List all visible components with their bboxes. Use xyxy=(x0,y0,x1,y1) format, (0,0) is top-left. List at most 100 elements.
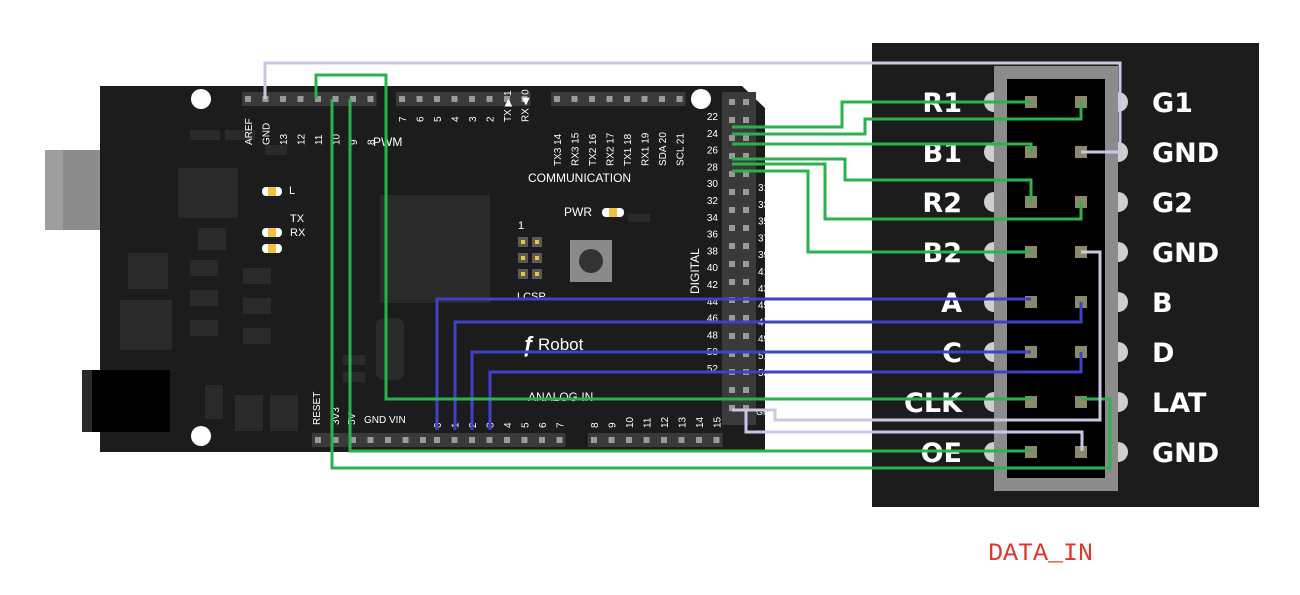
icsp-number-label: 1 xyxy=(518,220,524,232)
connector-right-label: GND xyxy=(1152,138,1219,169)
header-pin xyxy=(608,437,615,443)
header-pin xyxy=(315,437,321,443)
connector-left-label: A xyxy=(941,288,962,319)
row-marker xyxy=(1118,342,1128,362)
header-pin xyxy=(451,96,458,102)
pin-label: RX1 19 xyxy=(641,132,652,166)
analog-pin-label: 7 xyxy=(556,422,567,428)
header-pin xyxy=(350,96,356,102)
header-pin xyxy=(504,437,510,443)
digital-pin-label: 22 xyxy=(707,112,719,123)
analog-pin-label: 8 xyxy=(590,422,601,428)
wire-d xyxy=(488,352,1083,430)
led-l-label: L xyxy=(289,185,295,197)
header-pin xyxy=(729,261,735,267)
row-marker xyxy=(1118,442,1128,462)
header-pin xyxy=(350,437,356,443)
header-pin xyxy=(385,437,391,443)
pin-label: 5 xyxy=(433,116,444,122)
header-pin xyxy=(624,96,630,102)
digital-pin-label: 42 xyxy=(707,280,719,291)
digital-pin-label: 31 xyxy=(758,183,770,194)
connector-slot xyxy=(1007,79,1105,478)
header-pin xyxy=(367,437,374,443)
header-pin xyxy=(416,96,423,102)
digital-pin-label: 52 xyxy=(707,364,719,375)
pin-label: 2 xyxy=(486,116,497,122)
pin-label: GND xyxy=(262,123,273,145)
wire-gnd-3 xyxy=(744,410,1084,451)
digital-pin-label: 41 xyxy=(758,267,770,278)
header-pin xyxy=(399,96,405,102)
led-tx-label: TX xyxy=(290,213,305,225)
header-pin xyxy=(434,437,440,443)
pin-label: TX ▶ 1 xyxy=(503,90,514,122)
header-pin xyxy=(729,153,735,159)
header-pin xyxy=(643,437,650,443)
analog-pin-label: 13 xyxy=(678,416,689,428)
header-communication xyxy=(551,92,686,106)
brand-logo-text: Robot xyxy=(538,335,584,354)
header-pin xyxy=(521,437,528,443)
analog-pin-label: 9 xyxy=(608,422,619,428)
pin-label: RX ◀ 0 xyxy=(521,89,532,122)
header-pin xyxy=(420,437,426,443)
digital-pin-label: 39 xyxy=(758,250,770,261)
header-pin xyxy=(743,243,749,249)
usb-chip xyxy=(178,168,238,218)
header-pin xyxy=(729,279,735,285)
wire-r2 xyxy=(732,157,1033,202)
analog-pin-label: 11 xyxy=(643,417,654,428)
header-pin xyxy=(743,351,749,357)
header-pin xyxy=(729,135,735,141)
row-marker xyxy=(984,192,994,212)
header-pin xyxy=(402,437,409,443)
analog-pin-label: 10 xyxy=(625,416,636,428)
wire-b2 xyxy=(732,169,1031,254)
data-in-caption: DATA_IN xyxy=(988,539,1093,568)
header-pin xyxy=(626,437,632,443)
header-analog-low xyxy=(431,433,566,447)
row-marker xyxy=(1118,242,1128,262)
analog-in-label: ANALOG IN xyxy=(528,390,593,404)
header-pin xyxy=(743,153,749,159)
row-marker xyxy=(1118,292,1128,312)
header-pin xyxy=(729,315,735,321)
wire-b xyxy=(453,302,1083,430)
header-pin xyxy=(743,189,749,195)
header-top-mid xyxy=(396,92,531,106)
mount-hole xyxy=(691,89,711,109)
digital-pin-label: 34 xyxy=(707,213,719,224)
header-pin xyxy=(504,96,510,102)
header-pin xyxy=(659,96,665,102)
header-pin xyxy=(469,96,475,102)
connector-right-label: G2 xyxy=(1152,188,1193,219)
pin-label: 9 xyxy=(349,139,360,145)
header-pin xyxy=(641,96,648,102)
header-pin xyxy=(591,437,597,443)
header-pin xyxy=(556,437,563,443)
connector-right-label: G1 xyxy=(1152,88,1193,119)
header-pin xyxy=(571,96,578,102)
row-marker xyxy=(1118,392,1128,412)
wire-r1 xyxy=(732,100,1031,129)
header-pin xyxy=(367,96,374,102)
header-pin xyxy=(729,333,735,339)
header-pin xyxy=(280,96,286,102)
header-pin xyxy=(678,437,685,443)
digital-label: DIGITAL xyxy=(688,248,702,294)
pin-label: SCL 21 xyxy=(676,133,687,166)
pin-label: TX1 18 xyxy=(623,133,634,166)
pin-label: TX3 14 xyxy=(553,133,564,166)
connector-right-label: GND xyxy=(1152,438,1219,469)
analog-pin-label: 6 xyxy=(538,422,549,428)
header-pin xyxy=(729,225,735,231)
wire-gnd-2 xyxy=(732,250,1102,422)
row-marker xyxy=(984,292,994,312)
pin-label: 3 xyxy=(468,116,479,122)
digital-pin-label: 32 xyxy=(707,196,719,207)
